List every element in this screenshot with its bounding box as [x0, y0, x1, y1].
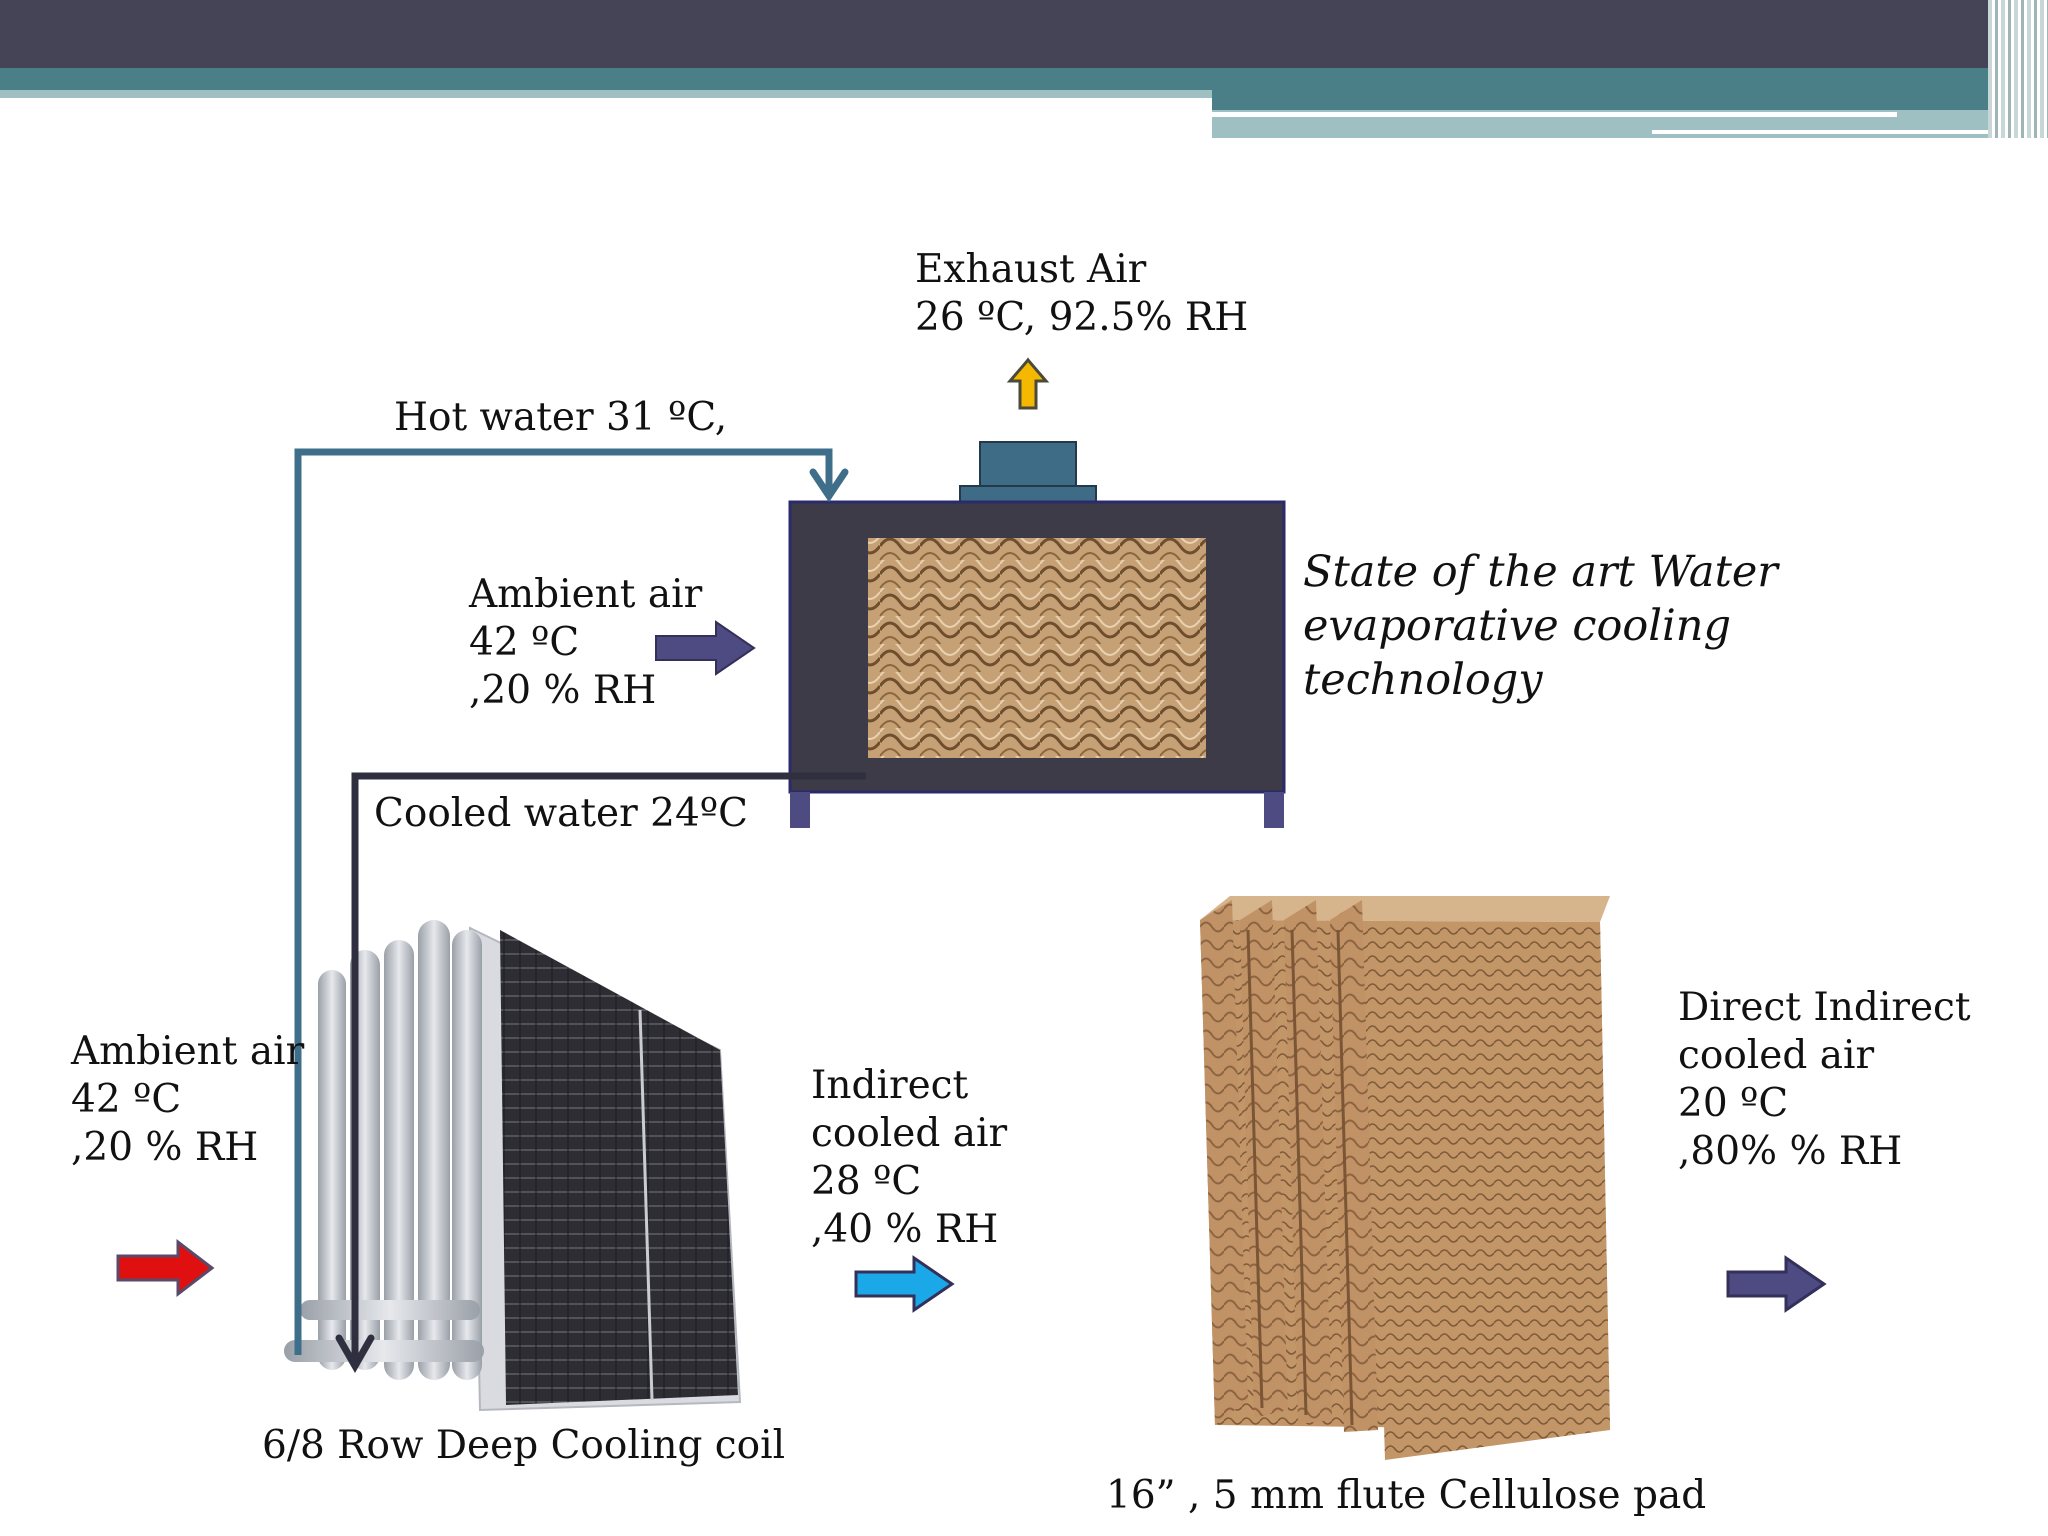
direct-indirect-air-arrow — [1726, 1255, 1827, 1313]
hot-water-pipe — [294, 448, 833, 1355]
hot-water-pipe-arrowhead — [809, 468, 849, 503]
header-bar — [0, 0, 2048, 68]
exhaust-arrow-shape — [1006, 357, 1050, 410]
hot-water-label: Hot water 31 ºC, — [394, 395, 728, 440]
indirect-air-arrow — [854, 1255, 955, 1313]
ambient-air-label-top: Ambient air 42 ºC ,20 % RH — [469, 572, 703, 713]
header-stripes — [1988, 0, 2048, 138]
cooler-leg-left — [790, 792, 810, 828]
cooled-water-pipe — [351, 772, 866, 1362]
cooler-fan-base — [959, 485, 1097, 503]
header-white-line — [1212, 112, 1897, 117]
indirect-cooled-air-label: Indirect cooled air 28 ºC ,40 % RH — [811, 1063, 1008, 1252]
header-accent-light — [0, 90, 1212, 98]
cellulose-pad-caption: 16” , 5 mm flute Cellulose pad — [1106, 1473, 1707, 1518]
header-accent-teal-right — [1212, 90, 2010, 110]
cooler-leg-right — [1264, 792, 1284, 828]
header-accent-teal — [0, 68, 2010, 90]
cooling-coil-caption: 6/8 Row Deep Cooling coil — [262, 1423, 786, 1468]
exhaust-air-label: Exhaust Air 26 ºC, 92.5% RH — [915, 247, 1249, 340]
cellulose-pad — [1200, 896, 1610, 1460]
ambient-air-arrow-red — [116, 1238, 215, 1298]
header-white-line-2 — [1652, 130, 2012, 134]
state-of-art-label: State of the art Water evaporative cooli… — [1303, 547, 1778, 705]
ambient-air-label-left: Ambient air 42 ºC ,20 % RH — [71, 1029, 305, 1170]
cooler-fan-housing — [979, 441, 1077, 489]
cooled-water-pipe-arrowhead — [335, 1334, 375, 1374]
cooler-pad — [868, 538, 1206, 758]
evaporative-cooler-unit — [788, 441, 1286, 828]
ambient-air-arrow-top — [655, 620, 756, 676]
direct-indirect-cooled-air-label: Direct Indirect cooled air 20 ºC ,80% % … — [1678, 985, 1971, 1174]
cooled-water-label: Cooled water 24ºC — [374, 791, 748, 836]
